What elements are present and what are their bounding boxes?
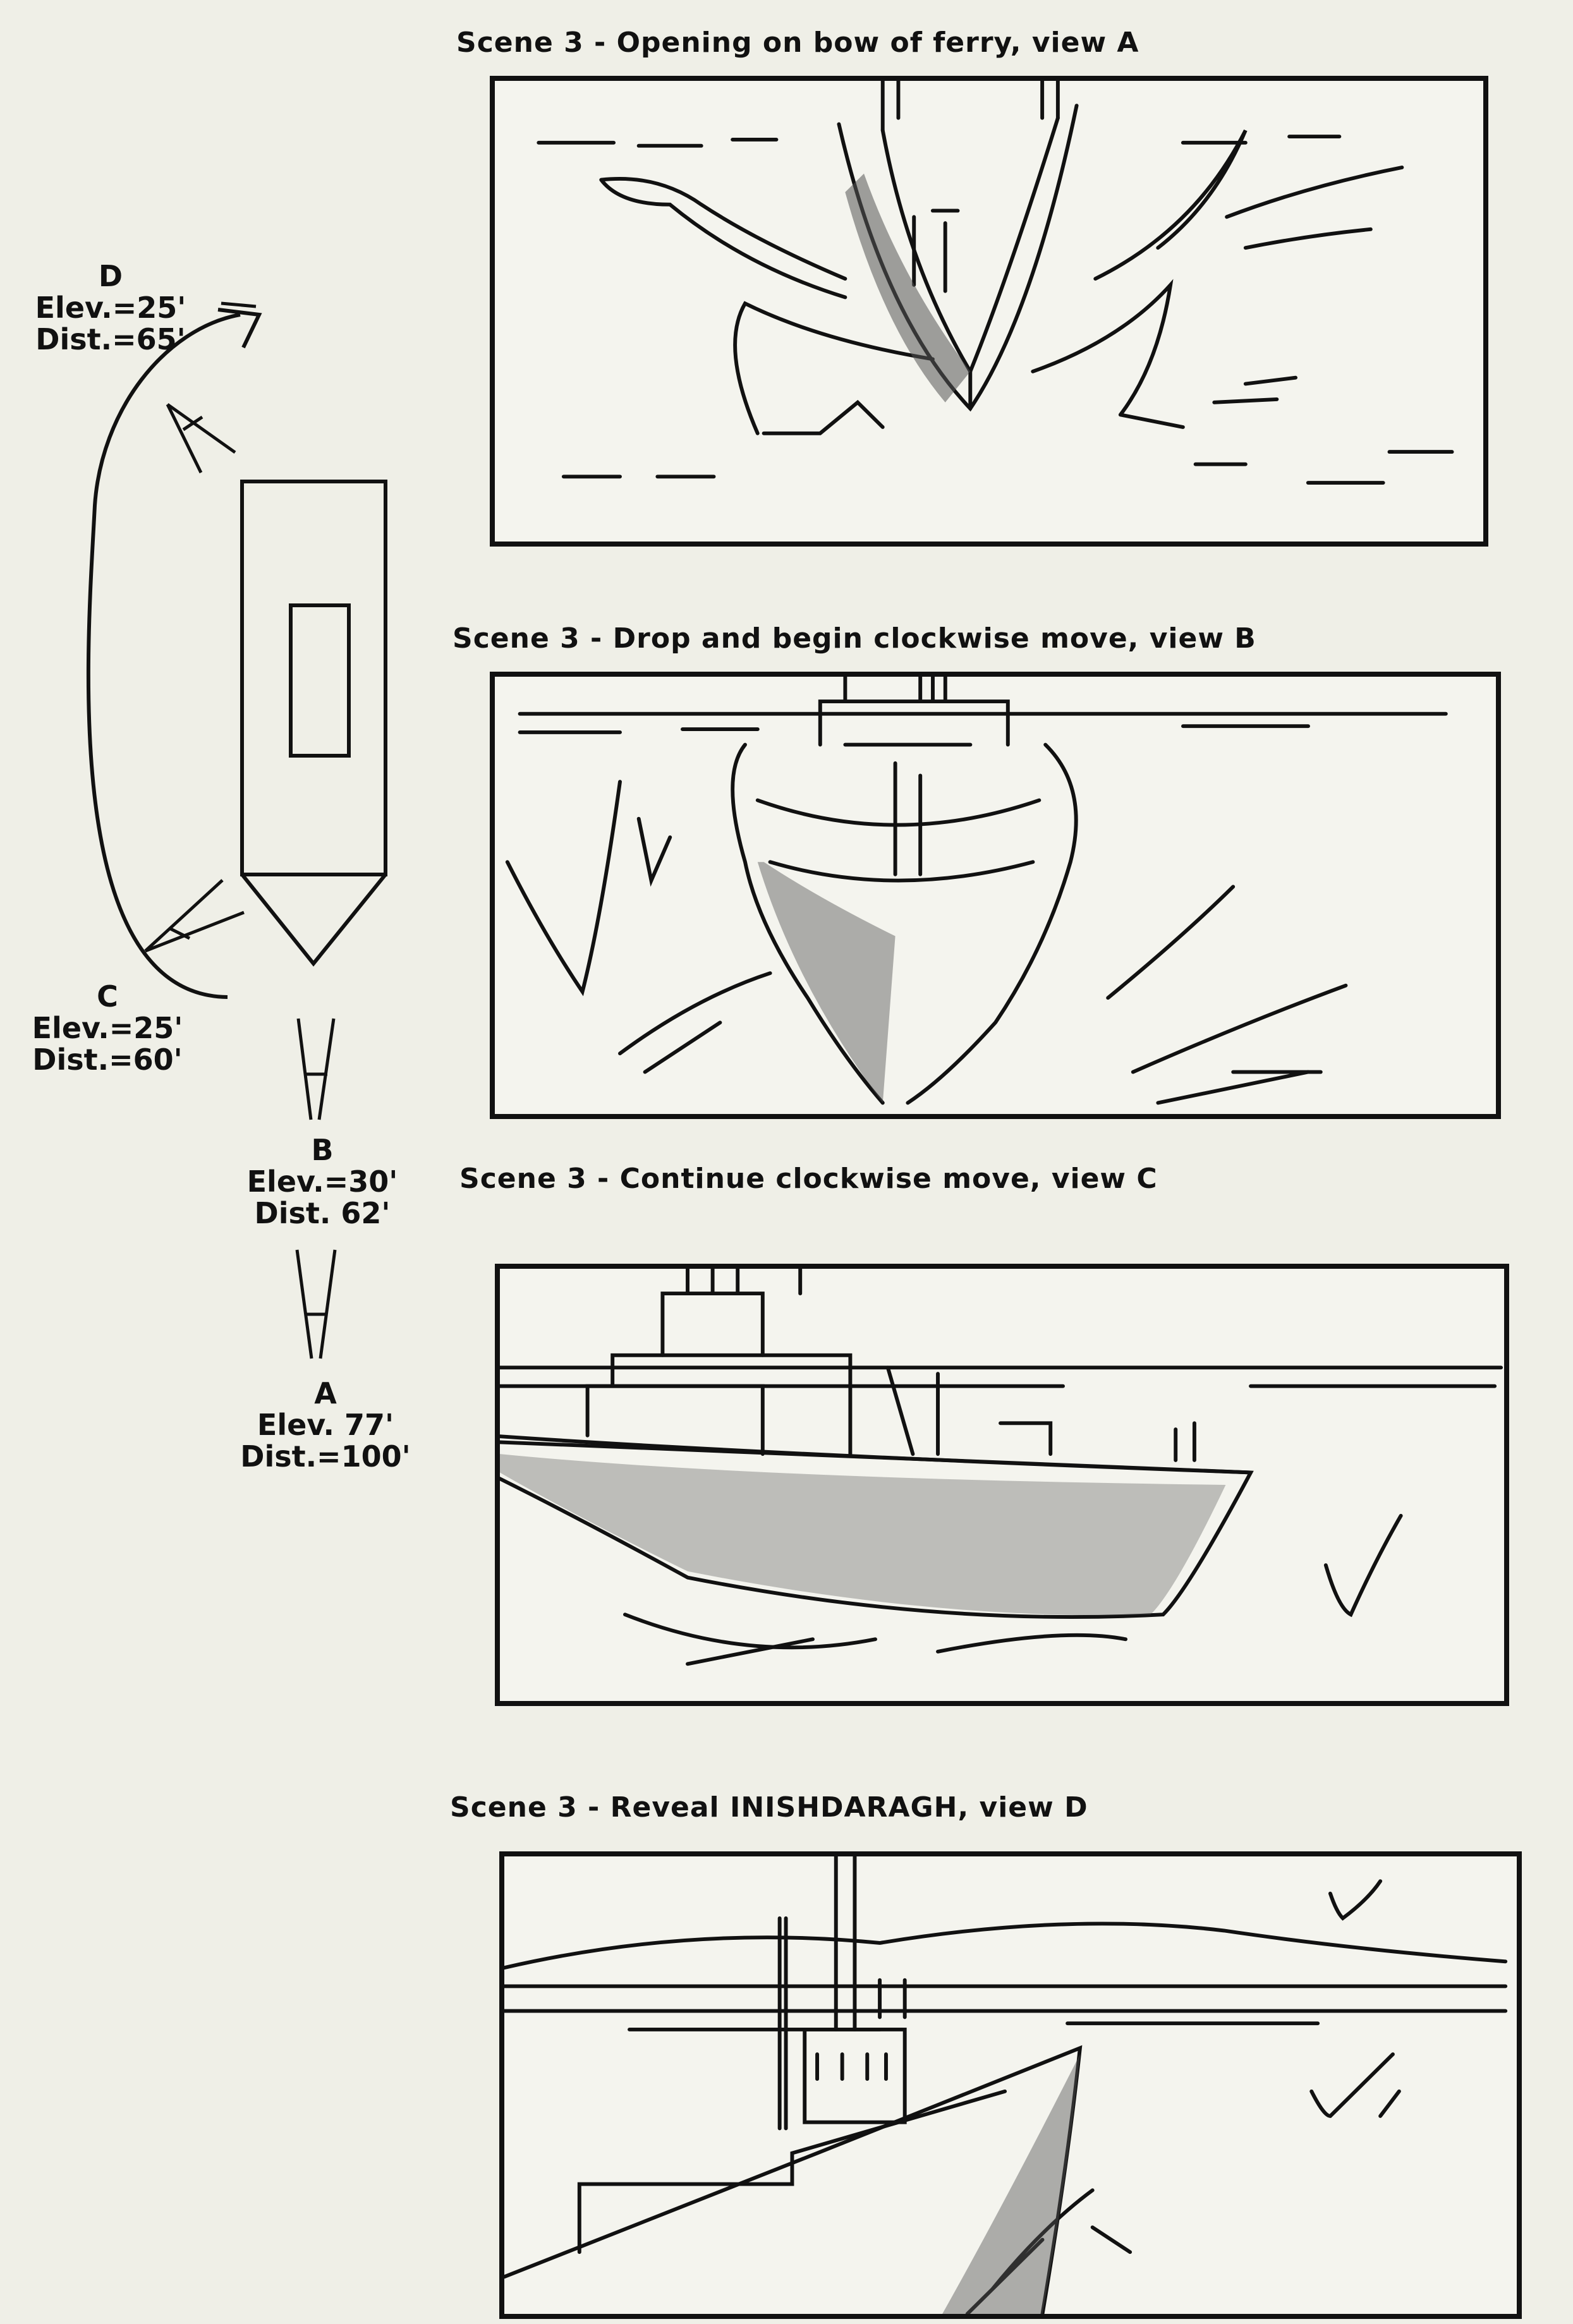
camera-elevation: Elev.=30'	[246, 1165, 398, 1199]
panel-caption: Scene 3 - Reveal INISHDARAGH, view D	[450, 1791, 1088, 1824]
camera-distance: Dist. 62'	[254, 1196, 391, 1230]
panel-caption: Scene 3 - Opening on bow of ferry, view …	[456, 27, 1139, 59]
camera-cone-d-icon	[166, 402, 236, 474]
camera-letter: B	[311, 1133, 334, 1167]
camera-cone-b-icon	[296, 1018, 336, 1120]
camera-path-arc	[86, 313, 241, 999]
panel-sketch	[500, 1269, 1503, 1666]
camera-label-a: A Elev. 77' Dist.=100'	[234, 1377, 417, 1472]
storyboard-panel-view-a	[490, 76, 1488, 547]
camera-label-d: D Elev.=25' Dist.=65'	[25, 260, 196, 355]
camera-elevation: Elev.=25'	[35, 291, 186, 325]
ferry-plan-outline	[240, 480, 387, 967]
camera-move-diagram	[86, 301, 387, 1359]
arrowhead-icon	[217, 308, 262, 349]
camera-cone-a-icon	[295, 1249, 337, 1359]
panel-sketch	[537, 81, 1454, 485]
camera-elevation: Elev.=25'	[32, 1011, 183, 1045]
storyboard-panel-view-d	[499, 1851, 1522, 2319]
panel-sketch	[505, 677, 1448, 1105]
camera-letter: A	[314, 1376, 337, 1410]
camera-cone-c-icon	[144, 879, 245, 953]
camera-distance: Dist.=60'	[32, 1043, 183, 1077]
camera-letter: C	[97, 979, 118, 1014]
camera-label-c: C Elev.=25' Dist.=60'	[22, 981, 193, 1075]
camera-letter: D	[98, 259, 123, 293]
camera-distance: Dist.=65'	[35, 322, 186, 356]
panel-caption: Scene 3 - Continue clockwise move, view …	[459, 1163, 1158, 1195]
camera-elevation: Elev. 77'	[257, 1408, 394, 1442]
panel-sketch	[504, 1856, 1508, 2314]
camera-label-b: B Elev.=30' Dist. 62'	[231, 1134, 414, 1229]
storyboard-panel-view-c	[495, 1264, 1509, 1706]
camera-distance: Dist.=100'	[240, 1439, 411, 1474]
storyboard-panel-view-b	[490, 672, 1501, 1119]
panel-caption: Scene 3 - Drop and begin clockwise move,…	[452, 622, 1256, 655]
